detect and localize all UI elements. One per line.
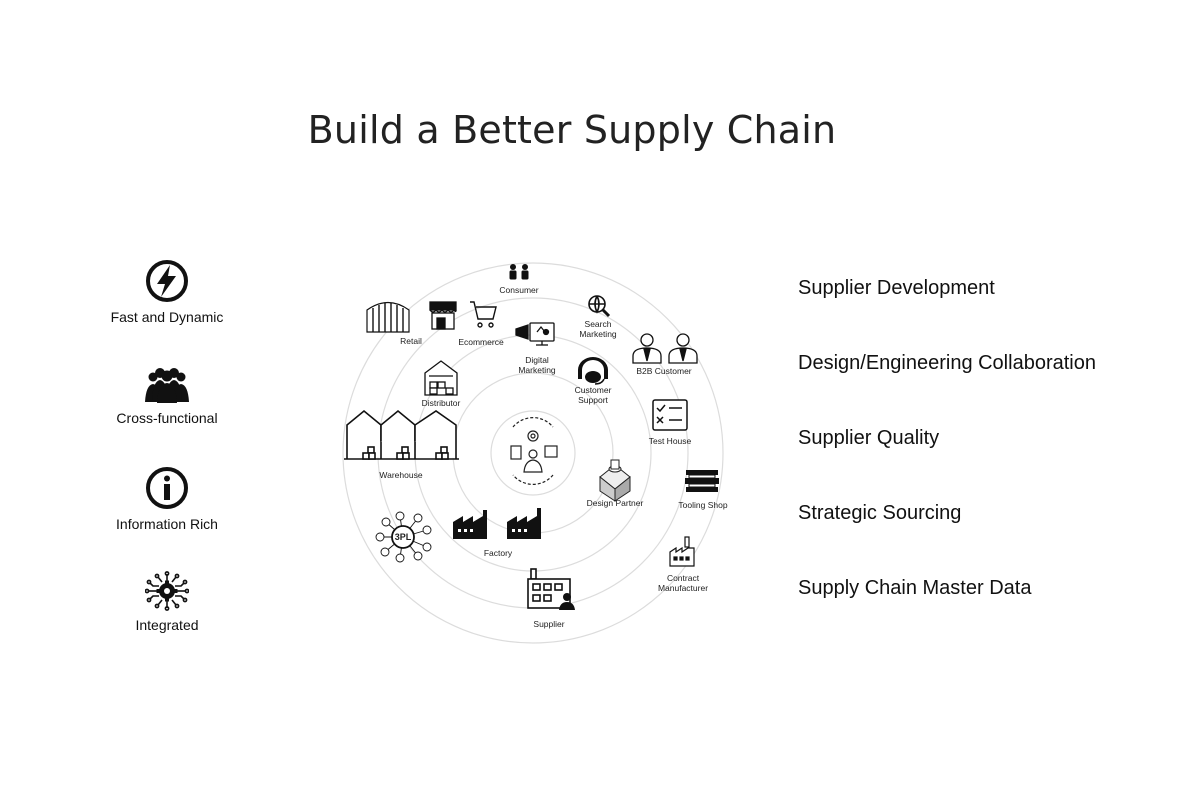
node-label-digital-marketing: Digital [525, 355, 549, 365]
contract-manufacturer-icon [669, 536, 695, 567]
capability-supplier-quality: Supplier Quality [798, 427, 940, 449]
feature-fast-dynamic: Fast and Dynamic [67, 259, 267, 325]
node-label-tooling-shop: Tooling Shop [678, 500, 727, 510]
node-label-3pl: 3PL [395, 532, 412, 542]
node-label-customer-support: Customer [575, 385, 612, 395]
node-label-digital-marketing: Marketing [518, 365, 556, 375]
node-label-supplier: Supplier [533, 619, 564, 629]
capability-strategic-sourcing: Strategic Sourcing [798, 502, 962, 524]
tooling-shop-icon [685, 470, 719, 492]
feature-integrated: Integrated [67, 571, 267, 633]
supplier-person-icon [559, 593, 575, 610]
capability-supplier-development: Supplier Development [798, 277, 995, 299]
distributor-warehouse-icon [424, 360, 458, 396]
node-label-b2b-customer: B2B Customer [636, 366, 691, 376]
shopping-cart-icon [470, 301, 497, 328]
node-label-factory: Factory [484, 548, 513, 558]
supply-chain-ring-diagram: Consumer Search Marketing Retail Ecommer… [342, 262, 728, 644]
supplier-building-icon [527, 568, 571, 609]
node-label-customer-support: Support [578, 395, 608, 405]
ecommerce-storefront-icon [429, 301, 457, 330]
node-label-contract-manufacturer: Manufacturer [658, 583, 708, 593]
feature-label: Fast and Dynamic [110, 309, 224, 325]
node-label-retail: Retail [400, 336, 422, 346]
consumer-icon [509, 264, 529, 280]
feature-information-rich: Information Rich [67, 466, 267, 532]
center-hub-icon [510, 417, 558, 485]
node-label-search-marketing: Marketing [579, 329, 617, 339]
page-title: Build a Better Supply Chain [307, 108, 837, 152]
factory-icon [453, 508, 541, 539]
node-label-test-house: Test House [649, 436, 692, 446]
test-house-checklist-icon [652, 399, 688, 431]
retail-building-icon [366, 301, 410, 333]
feature-cross-functional: Cross-functional [67, 366, 267, 426]
node-label-distributor: Distributor [422, 398, 461, 408]
people-group-icon [145, 368, 189, 403]
capability-supply-chain-master-data: Supply Chain Master Data [798, 577, 1032, 599]
digital-marketing-icon [515, 322, 555, 346]
node-label-warehouse: Warehouse [379, 470, 422, 480]
info-icon [146, 467, 188, 509]
customer-support-headset-icon [578, 357, 608, 385]
feature-label: Integrated [135, 617, 199, 633]
integrated-circuit-gear-icon [145, 571, 189, 611]
lightning-icon [146, 260, 188, 302]
search-marketing-icon [588, 295, 611, 318]
capability-design-engineering-collaboration: Design/Engineering Collaboration [798, 352, 1096, 374]
design-partner-3d-icon [599, 459, 631, 502]
feature-label: Information Rich [116, 516, 218, 532]
third-party-logistics-network-icon [375, 511, 432, 563]
b2b-customer-icon [632, 333, 698, 364]
node-label-ecommerce: Ecommerce [458, 337, 504, 347]
warehouse-icon [344, 409, 459, 460]
feature-label: Cross-functional [116, 410, 218, 426]
node-label-search-marketing: Search [585, 319, 612, 329]
node-label-consumer: Consumer [499, 285, 538, 295]
node-label-design-partner: Design Partner [587, 498, 644, 508]
node-label-contract-manufacturer: Contract [667, 573, 700, 583]
